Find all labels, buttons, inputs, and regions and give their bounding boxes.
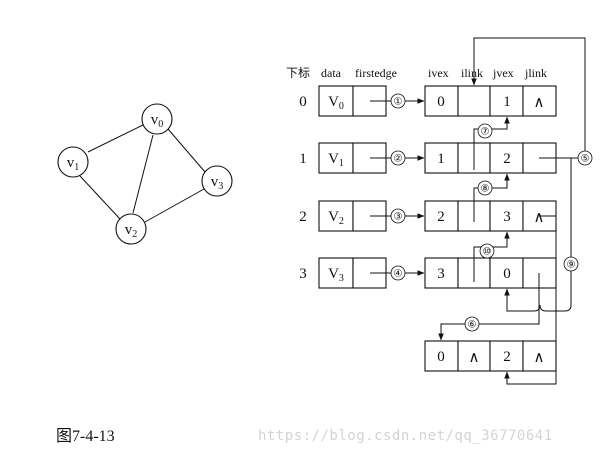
- svg-text:⑧: ⑧: [481, 184, 490, 195]
- pointer-node2-to-node4: [504, 215, 557, 385]
- vertex-row-3: 3 V3: [299, 257, 387, 289]
- edge-node-0: 0 1 ∧: [424, 85, 557, 117]
- jvex-cell: 2: [503, 151, 511, 167]
- svg-text:v1: v1: [67, 155, 80, 173]
- vertex-cell: V0: [328, 94, 344, 112]
- svg-text:⑦: ⑦: [481, 127, 490, 138]
- firstedge-pointers: ① ② ③ ④: [370, 93, 425, 281]
- vertex-v0: v0: [141, 103, 173, 135]
- svg-text:①: ①: [394, 97, 403, 108]
- jvex-cell: 1: [503, 94, 511, 110]
- vertex-cell: V2: [328, 209, 344, 227]
- pointer-3: ③: [370, 208, 425, 224]
- vertex-cell: V3: [328, 266, 344, 284]
- link-pointers: ⑤ ⑦ ⑧ ⑩ ⑨ ⑥: [438, 37, 593, 385]
- jvex-cell: 2: [503, 349, 511, 365]
- watermark: https://blog.csdn.net/qq_36770641: [258, 428, 553, 444]
- jlink-null: ∧: [534, 350, 545, 366]
- pointer-5: ⑤: [471, 37, 593, 166]
- vertex-cell: V1: [328, 151, 344, 169]
- ivex-cell: 0: [437, 349, 445, 365]
- pointer-4: ④: [370, 265, 425, 281]
- svg-text:v0: v0: [151, 112, 164, 130]
- header-firstedge: firstedge: [355, 66, 397, 80]
- vertex-v2: v2: [115, 213, 147, 245]
- figure-caption: 图7-4-13: [56, 428, 115, 445]
- ivex-cell: 0: [437, 94, 445, 110]
- edge-node-1: 1 2: [424, 142, 557, 174]
- svg-text:⑥: ⑥: [468, 320, 477, 331]
- edge-v1-v2: [79, 175, 121, 220]
- svg-text:v3: v3: [211, 174, 224, 192]
- header-jvex: jvex: [492, 66, 514, 80]
- pointer-10: ⑩: [473, 231, 510, 282]
- pointer-9: ⑨: [504, 158, 579, 312]
- header-ilink: ilink: [461, 66, 483, 80]
- ivex-cell: 2: [437, 209, 445, 225]
- header-index: 下标: [286, 66, 310, 80]
- vertex-v1: v1: [57, 146, 89, 178]
- jlink-null: ∧: [534, 210, 545, 226]
- row-index: 3: [299, 266, 307, 282]
- svg-text:⑨: ⑨: [567, 260, 576, 271]
- jvex-cell: 0: [503, 266, 511, 282]
- edge-node-4: 0 ∧ 2 ∧: [424, 340, 557, 372]
- pointer-7: ⑦: [473, 116, 510, 170]
- header-jlink: jlink: [524, 66, 547, 80]
- pointer-2: ②: [370, 150, 425, 166]
- column-headers: 下标 data firstedge ivex ilink jvex jlink: [286, 66, 547, 80]
- edge-v0-v3: [167, 128, 206, 173]
- svg-text:⑤: ⑤: [581, 154, 590, 165]
- jlink-null: ∧: [534, 95, 545, 111]
- ilink-null: ∧: [469, 350, 480, 366]
- header-data: data: [321, 66, 342, 80]
- pointer-8: ⑧: [473, 173, 510, 222]
- jvex-cell: 3: [503, 209, 511, 225]
- svg-text:v2: v2: [125, 222, 138, 240]
- header-ivex: ivex: [428, 66, 449, 80]
- svg-text:②: ②: [394, 154, 403, 165]
- vertex-table: 0 V0 1 V1 2 V2 3 V3: [299, 85, 387, 289]
- row-index: 1: [299, 151, 307, 167]
- svg-text:⑩: ⑩: [483, 247, 492, 258]
- ivex-cell: 1: [437, 151, 445, 167]
- row-index: 0: [299, 94, 307, 110]
- pointer-6: ⑥: [438, 273, 540, 341]
- vertex-v3: v3: [201, 165, 233, 197]
- ivex-cell: 3: [437, 266, 445, 282]
- svg-text:④: ④: [394, 269, 403, 280]
- graph: v0 v1 v2 v3: [57, 103, 233, 245]
- row-index: 2: [299, 209, 307, 225]
- edge-v0-v1: [87, 124, 144, 153]
- edge-v0-v2: [132, 134, 154, 214]
- vertex-row-1: 1 V1: [299, 142, 387, 174]
- svg-text:③: ③: [394, 212, 403, 223]
- pointer-1: ①: [370, 93, 425, 109]
- edge-v2-v3: [144, 188, 205, 223]
- edge-node-3: 3 0: [424, 257, 557, 289]
- edge-node-2: 2 3 ∧: [424, 200, 557, 232]
